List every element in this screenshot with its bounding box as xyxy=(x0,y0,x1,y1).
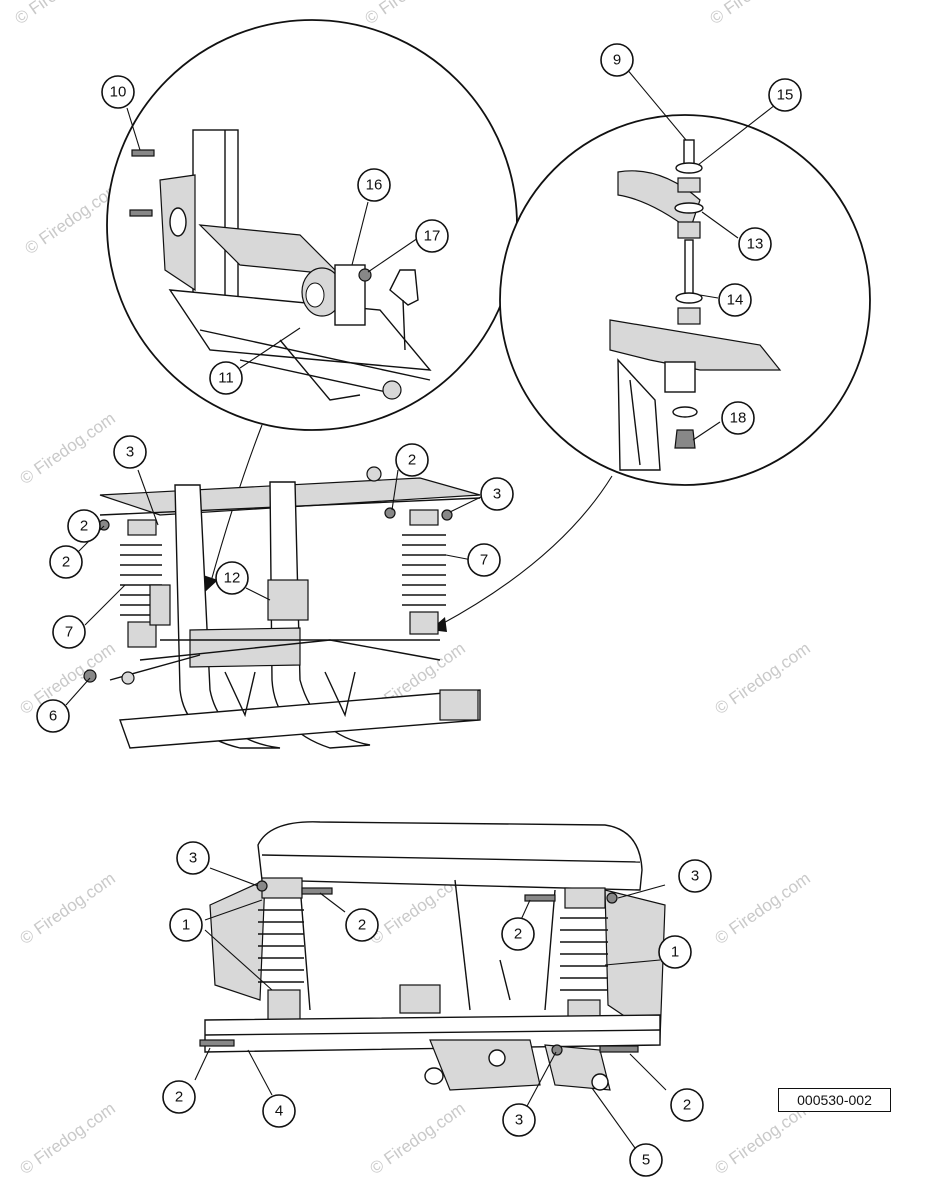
callout-label: 14 xyxy=(727,292,744,309)
callout-13: 13 xyxy=(738,227,772,261)
watermark-text: © Firedog.com xyxy=(16,1099,118,1179)
watermark-text: © Firedog.com xyxy=(711,869,813,949)
callout-7: 7 xyxy=(52,615,86,649)
callout-label: 18 xyxy=(730,410,747,427)
callout-7: 7 xyxy=(467,543,501,577)
watermark-text: © Firedog.com xyxy=(706,0,808,28)
callout-2: 2 xyxy=(345,908,379,942)
callout-label: 2 xyxy=(175,1089,183,1106)
callout-3: 3 xyxy=(678,859,712,893)
callout-14: 14 xyxy=(718,283,752,317)
callout-12: 12 xyxy=(215,561,249,595)
rear-suspension-assembly-lower xyxy=(194,821,667,1149)
callout-label: 2 xyxy=(408,452,416,469)
callout-label: 3 xyxy=(126,444,134,461)
callout-label: 3 xyxy=(691,868,699,885)
callout-2: 2 xyxy=(395,443,429,477)
callout-2: 2 xyxy=(49,545,83,579)
watermark-text: © Firedog.com xyxy=(711,639,813,719)
callout-label: 1 xyxy=(671,944,679,961)
callout-label: 9 xyxy=(613,52,621,69)
callout-label: 2 xyxy=(80,518,88,535)
callout-17: 17 xyxy=(415,219,449,253)
callout-label: 15 xyxy=(777,87,794,104)
callout-label: 2 xyxy=(514,926,522,943)
callout-10: 10 xyxy=(101,75,135,109)
callout-5: 5 xyxy=(629,1143,663,1177)
callout-3: 3 xyxy=(480,477,514,511)
callout-3: 3 xyxy=(113,435,147,469)
callout-1: 1 xyxy=(169,908,203,942)
callout-label: 2 xyxy=(683,1097,691,1114)
callout-label: 4 xyxy=(275,1103,283,1120)
callout-label: 3 xyxy=(493,486,501,503)
callout-2: 2 xyxy=(67,509,101,543)
rear-suspension-assembly-upper xyxy=(65,466,486,749)
callout-label: 7 xyxy=(480,552,488,569)
callout-label: 5 xyxy=(642,1152,650,1169)
callout-label: 17 xyxy=(424,228,441,245)
callout-2: 2 xyxy=(501,917,535,951)
detail-circle-right xyxy=(499,67,871,486)
callout-3: 3 xyxy=(176,841,210,875)
callout-16: 16 xyxy=(357,168,391,202)
callout-label: 1 xyxy=(182,917,190,934)
watermark-text: © Firedog.com xyxy=(16,869,118,949)
callout-2: 2 xyxy=(670,1088,704,1122)
callout-2: 2 xyxy=(162,1080,196,1114)
callout-9: 9 xyxy=(600,43,634,77)
callout-label: 2 xyxy=(358,917,366,934)
callout-label: 11 xyxy=(218,370,234,387)
diagram-reference-number: 000530-002 xyxy=(778,1088,891,1112)
callout-label: 3 xyxy=(189,850,197,867)
callout-label: 7 xyxy=(65,624,73,641)
watermark-text: © Firedog.com xyxy=(361,0,463,28)
callout-4: 4 xyxy=(262,1094,296,1128)
watermark-text: © Firedog.com xyxy=(16,639,118,719)
callout-label: 13 xyxy=(747,236,764,253)
bolt-icon xyxy=(129,149,155,217)
coil-spring-lower-left xyxy=(258,877,304,1031)
coil-spring-right xyxy=(402,509,446,635)
watermark-text: © Firedog.com xyxy=(16,409,118,489)
watermark-text: © Firedog.com xyxy=(366,1099,468,1179)
callout-label: 6 xyxy=(49,708,57,725)
callout-18: 18 xyxy=(721,401,755,435)
callout-label: 16 xyxy=(366,177,383,194)
callout-11: 11 xyxy=(209,361,243,395)
watermark-text: © Firedog.com xyxy=(11,0,113,28)
callout-1: 1 xyxy=(658,935,692,969)
callout-6: 6 xyxy=(36,699,70,733)
callout-label: 10 xyxy=(110,84,127,101)
callout-15: 15 xyxy=(768,78,802,112)
detail-circle-left xyxy=(106,19,518,431)
coil-spring-left xyxy=(120,519,162,648)
callout-label: 12 xyxy=(224,570,241,587)
callout-label: 2 xyxy=(62,554,70,571)
callout-label: 3 xyxy=(515,1112,523,1129)
callout-3: 3 xyxy=(502,1103,536,1137)
